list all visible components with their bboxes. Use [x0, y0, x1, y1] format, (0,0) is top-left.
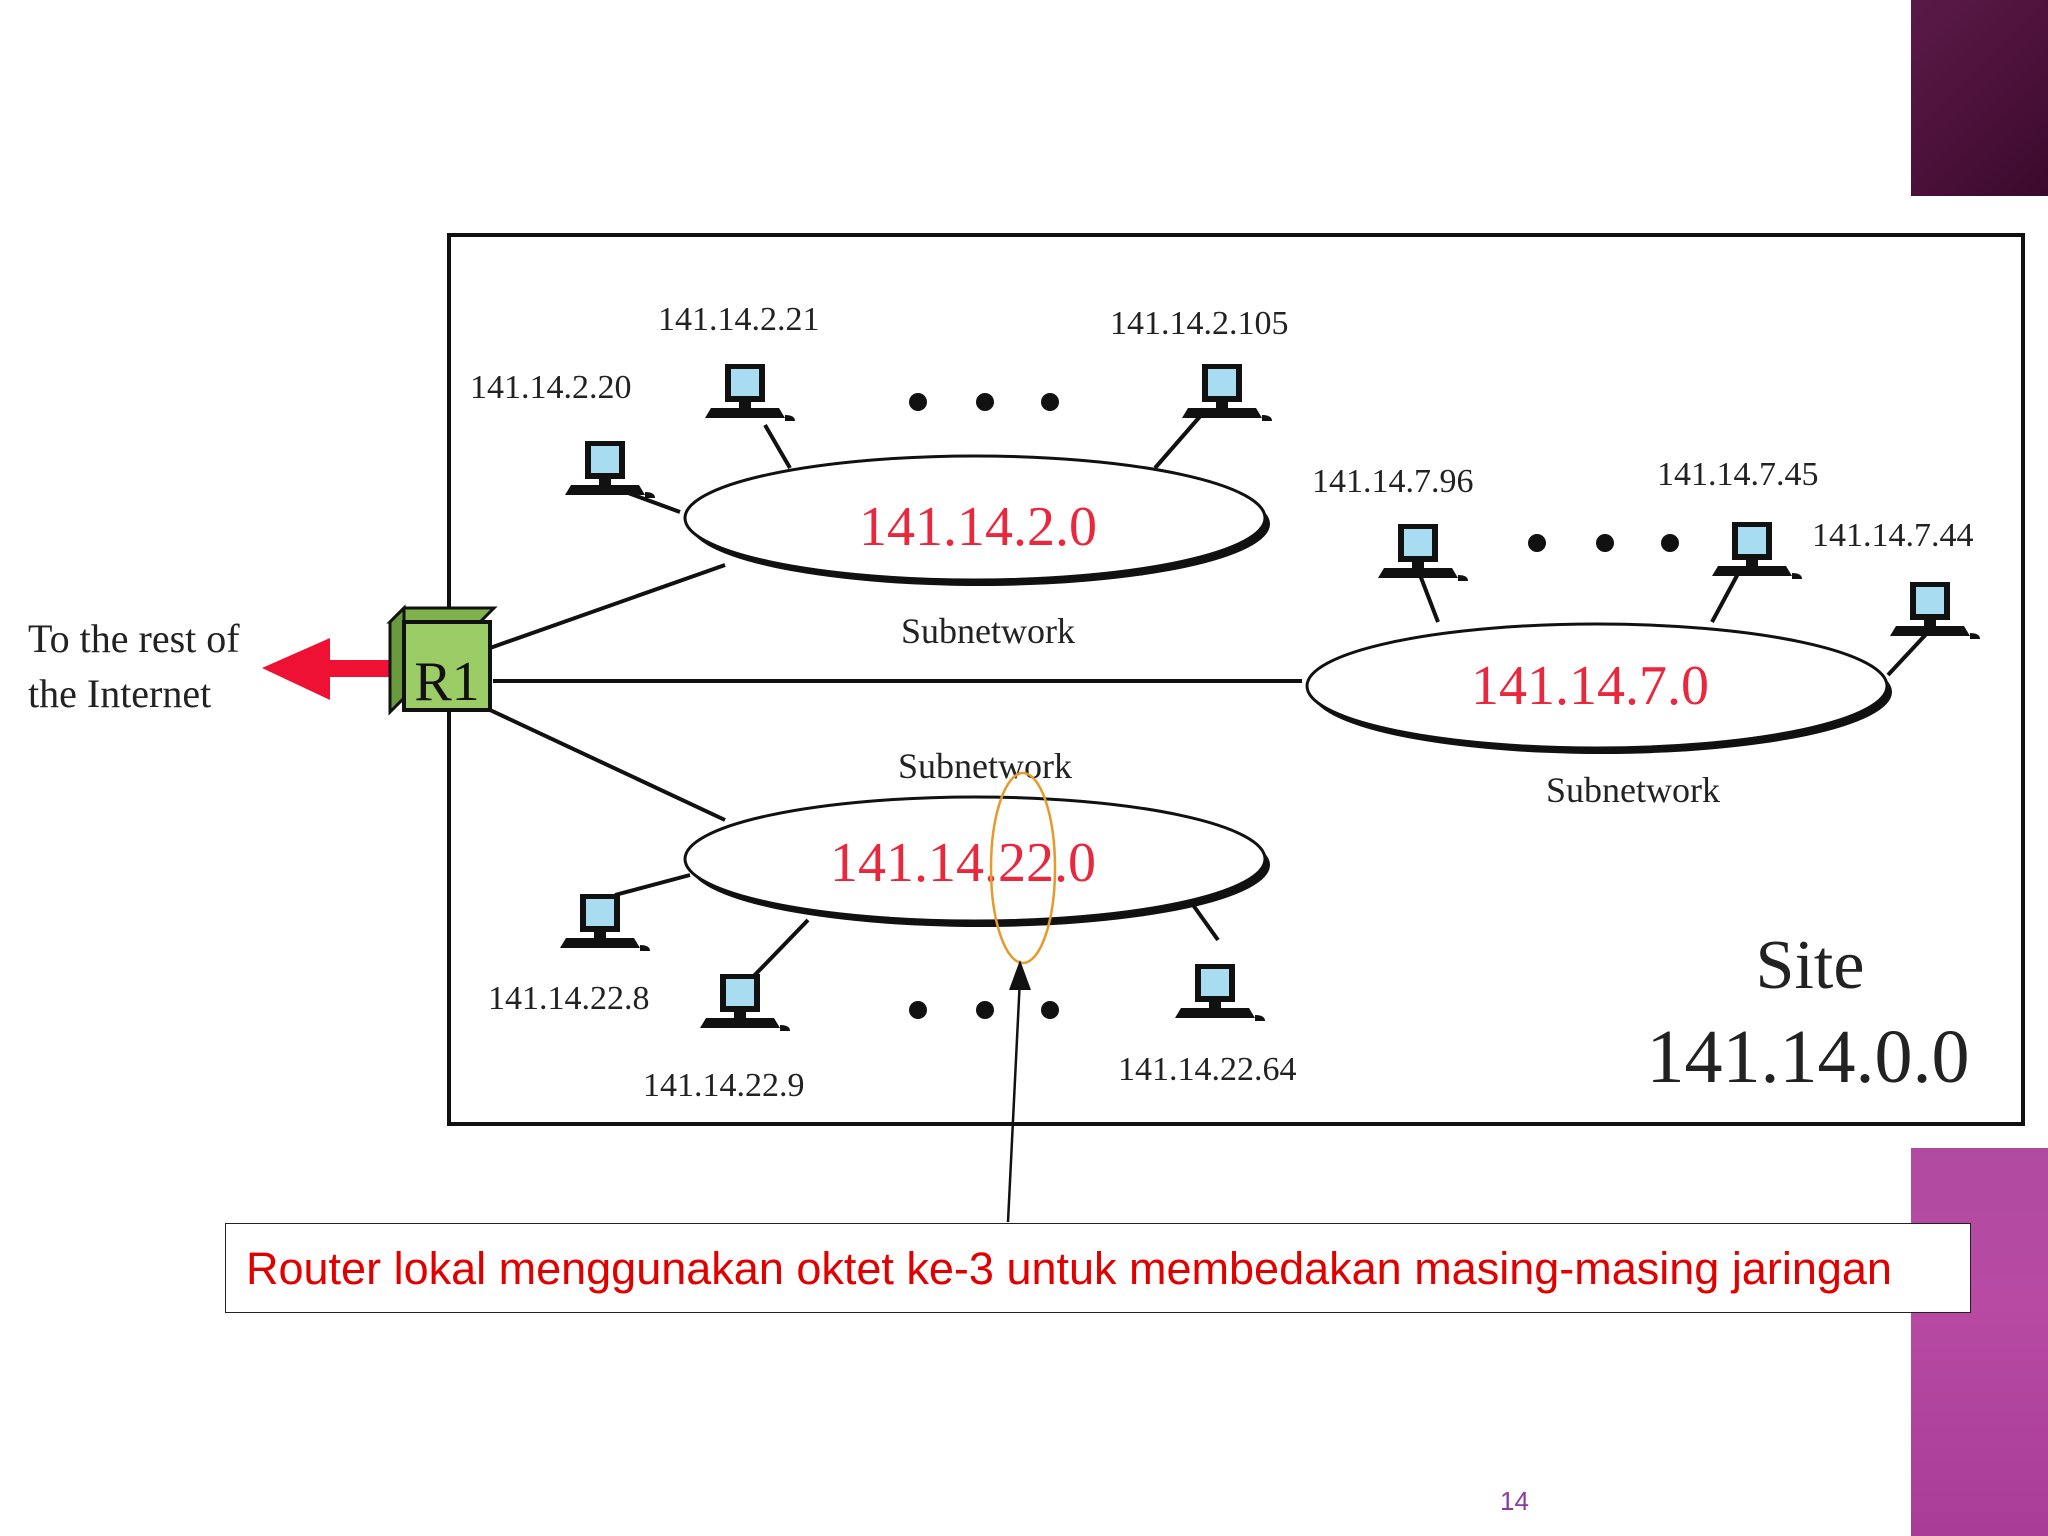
computer-icon: [1175, 964, 1265, 1021]
computer-icon: [565, 441, 655, 498]
more-hosts-dots: [909, 393, 1679, 1019]
internet-label-line2: the Internet: [28, 671, 211, 716]
internet-arrow: [262, 638, 392, 700]
site-address: 141.14.0.0: [1647, 1015, 1970, 1099]
host-address: 141.14.2.105: [1110, 305, 1289, 342]
host-address: 141.14.7.96: [1312, 463, 1474, 500]
callout-pointer: [1006, 977, 1022, 1223]
subnet-ellipse-2: [683, 454, 1270, 586]
link-r1-subnet-2: [489, 563, 726, 650]
callout-box: Router lokal menggunakan oktet ke-3 untu…: [225, 1223, 1971, 1313]
subnetwork-label-7: Subnetwork: [1546, 770, 1720, 810]
host-address: 141.14.22.9: [643, 1067, 805, 1104]
subnetwork-label-2: Subnetwork: [901, 611, 1075, 651]
router-label: R1: [414, 651, 479, 713]
decorative-accent-top: [1911, 0, 2048, 196]
computer-icon: [1712, 522, 1802, 579]
subnet-address-7: 141.14.7.0: [1471, 655, 1709, 717]
callout-pointer-head: [1009, 960, 1031, 990]
site-label: Site: [1756, 927, 1865, 1004]
host-address: 141.14.7.45: [1657, 456, 1819, 493]
computer-icon: [705, 364, 795, 421]
subnet-ellipse-7: [1305, 622, 1892, 754]
computer-icon: [1378, 524, 1468, 581]
subnet-ellipse-22: [683, 795, 1270, 927]
computer-icon: [1182, 364, 1272, 421]
computer-icon: [700, 974, 790, 1031]
third-octet-highlight: [989, 771, 1057, 965]
subnet-address-22: 141.14.22.0: [830, 832, 1096, 894]
subnetwork-label-22: Subnetwork: [898, 746, 1072, 786]
host-address: 141.14.2.21: [658, 301, 820, 338]
link-r1-subnet-22: [489, 708, 726, 822]
host-address: 141.14.22.64: [1118, 1051, 1297, 1088]
computer-icon: [560, 894, 650, 951]
computer-icon: [1890, 582, 1980, 639]
router-r1: R1: [386, 604, 498, 716]
host-address: 141.14.22.8: [488, 980, 650, 1017]
host-address: 141.14.7.44: [1812, 517, 1974, 554]
decorative-accent-bottom: [1911, 1148, 2048, 1536]
subnet-address-2: 141.14.2.0: [859, 496, 1097, 558]
page-number: 14: [1500, 1486, 1529, 1516]
host-address: 141.14.2.20: [470, 369, 632, 406]
internet-label-line1: To the rest of: [28, 616, 240, 661]
